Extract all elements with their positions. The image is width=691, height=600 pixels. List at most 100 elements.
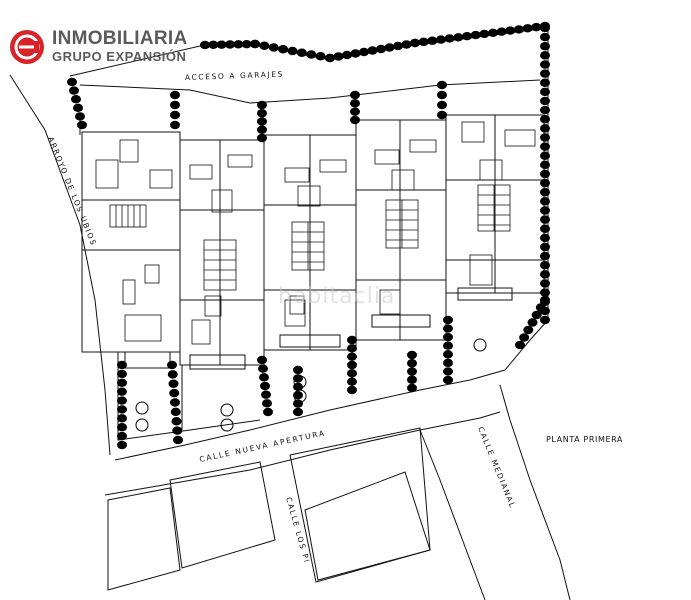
tree-icon xyxy=(262,399,272,408)
tree-icon xyxy=(437,80,447,90)
tree-icon xyxy=(315,52,326,61)
tree-icon xyxy=(67,77,77,87)
tree-icon xyxy=(117,360,127,370)
tree-icon xyxy=(443,341,453,350)
tree-icon xyxy=(519,333,530,342)
tree-icon xyxy=(540,169,550,179)
tree-icon xyxy=(200,40,210,50)
tree-icon xyxy=(75,112,85,121)
tree-icon xyxy=(437,100,447,110)
tree-icon xyxy=(443,332,453,342)
tree-icon xyxy=(531,310,542,320)
tree-icon xyxy=(257,117,267,126)
tree-icon xyxy=(170,90,180,100)
tree-icon xyxy=(401,40,412,49)
tree-icon xyxy=(167,360,177,370)
tree-icon xyxy=(225,40,235,49)
tree-icon xyxy=(170,120,180,130)
unit-block-2 xyxy=(179,139,265,366)
tree-icon xyxy=(443,375,453,385)
tree-icon xyxy=(350,90,360,100)
tree-icon xyxy=(257,355,267,365)
tree-icon xyxy=(117,414,127,423)
tree-icon xyxy=(462,32,472,41)
tree-icon xyxy=(293,382,303,391)
tree-icon xyxy=(257,100,267,110)
tree-icon xyxy=(407,383,417,393)
tree-icon xyxy=(443,358,453,368)
tree-icon xyxy=(241,39,252,49)
tree-icon xyxy=(540,178,550,188)
west-boundary xyxy=(9,74,111,456)
tree-icon xyxy=(407,350,417,360)
tree-icon xyxy=(268,43,279,52)
tree-icon xyxy=(117,369,127,379)
new-street-label: CALLE NUEVA APERTURA xyxy=(199,428,327,464)
tree-icon xyxy=(443,324,453,333)
tree-icon xyxy=(350,107,360,116)
tree-icon xyxy=(453,33,464,42)
tree-icon xyxy=(259,373,269,382)
tree-icon xyxy=(436,35,446,44)
tree-icon xyxy=(350,115,360,125)
tree-icon xyxy=(173,435,183,445)
tree-icon xyxy=(257,133,267,143)
stairs-group xyxy=(109,184,511,291)
tree-icon xyxy=(171,417,182,426)
tree-icon xyxy=(527,318,538,327)
tree-icon xyxy=(342,50,352,60)
median-street-label: CALLE MEDIANAL xyxy=(476,425,517,510)
tree-icon xyxy=(443,367,453,376)
shrub-icon xyxy=(220,418,234,432)
tree-icon xyxy=(170,407,181,417)
tree-icon xyxy=(117,405,127,414)
logo-line-1: INMOBILIARIA xyxy=(52,28,188,49)
shrub-icon xyxy=(135,418,149,432)
tree-icon xyxy=(540,87,550,97)
tree-icon xyxy=(540,224,550,233)
tree-icon xyxy=(407,367,417,376)
tree-icon xyxy=(540,197,550,206)
tree-icon xyxy=(540,69,550,78)
tree-icon xyxy=(293,391,303,400)
tree-icon xyxy=(540,188,550,197)
plot-4 xyxy=(304,471,431,581)
tree-icon xyxy=(531,22,542,32)
shrub-icon xyxy=(220,403,234,417)
tree-icon xyxy=(540,42,550,51)
tree-icon xyxy=(347,335,357,345)
tree-icon xyxy=(437,110,447,120)
tree-icon xyxy=(540,124,550,133)
tree-icon xyxy=(443,315,453,325)
tree-icon xyxy=(444,34,455,43)
tree-icon xyxy=(293,365,303,375)
tree-icon xyxy=(540,215,550,224)
tree-icon xyxy=(376,44,386,54)
tree-icon xyxy=(73,103,83,113)
tree-icon xyxy=(347,344,357,353)
tree-icon xyxy=(347,385,357,395)
tree-icon xyxy=(540,279,550,288)
tree-icon xyxy=(427,36,438,45)
tree-icon xyxy=(170,398,180,407)
tree-icon xyxy=(117,440,127,450)
tree-icon xyxy=(347,352,357,361)
tree-icon xyxy=(258,364,268,373)
tree-icon xyxy=(77,120,87,130)
tree-icon xyxy=(117,387,127,396)
tree-icon xyxy=(540,270,550,279)
tree-icon xyxy=(540,160,550,170)
tree-icon xyxy=(167,370,178,379)
tree-icon xyxy=(208,40,219,50)
tree-icon xyxy=(540,51,550,60)
logo-line-2: GRUPO EXPANSIÓN xyxy=(52,49,187,64)
tree-icon xyxy=(71,95,81,104)
tree-icon xyxy=(523,325,534,335)
tree-icon xyxy=(306,50,317,59)
tree-icon xyxy=(296,48,307,57)
tree-icon xyxy=(359,47,369,57)
tree-icon xyxy=(367,46,378,55)
tree-icon xyxy=(540,23,550,33)
tree-icon xyxy=(540,115,550,124)
tree-icon xyxy=(522,24,533,33)
